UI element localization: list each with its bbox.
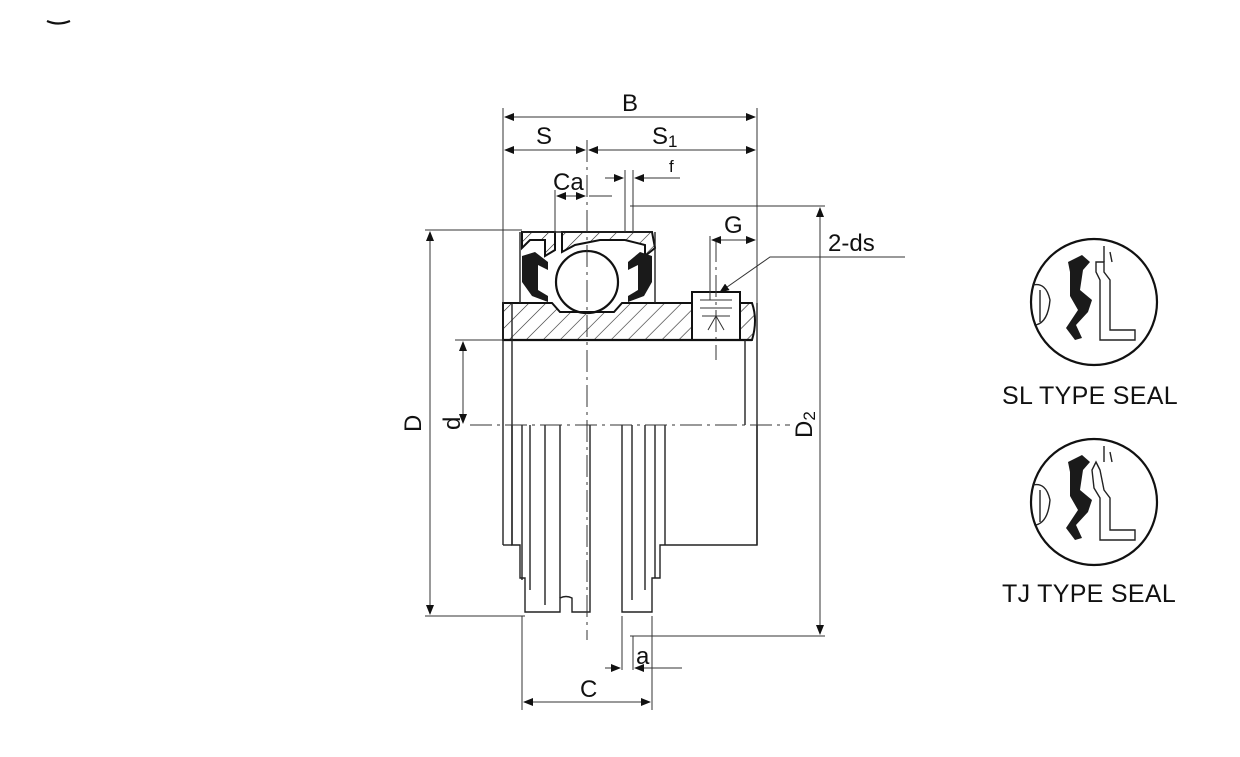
seal-left: [522, 252, 548, 302]
set-screw-hatch: [739, 302, 756, 341]
dim-label-S: S: [536, 123, 552, 150]
seal-right: [628, 252, 652, 302]
outer-ring-lower-outline: [511, 425, 591, 613]
dim-label-Ca: Ca: [553, 169, 584, 196]
outer-ring-section-right: [561, 231, 657, 259]
bearing-section-view: [502, 231, 758, 613]
dim-label-G: G: [724, 212, 743, 239]
corner-mark: [46, 19, 71, 25]
dim-label-B: B: [622, 90, 638, 117]
tj-seal-caption: TJ TYPE SEAL: [1002, 580, 1176, 608]
dim-label-D: D: [400, 415, 427, 432]
dim-label-C: C: [580, 676, 597, 703]
sl-seal-caption: SL TYPE SEAL: [1002, 382, 1178, 410]
dim-label-ds: 2-ds: [828, 230, 875, 257]
dim-label-a: a: [636, 643, 650, 670]
tj-seal-detail: TJ TYPE SEAL: [1002, 437, 1176, 608]
dim-label-d: d: [439, 417, 466, 430]
dim-label-D2: D2: [791, 411, 819, 438]
dim-label-f: f: [669, 157, 674, 176]
dim-label-S1: S1: [652, 123, 677, 151]
outer-ring-section: [521, 231, 556, 258]
sl-seal-detail: SL TYPE SEAL: [1002, 237, 1178, 410]
